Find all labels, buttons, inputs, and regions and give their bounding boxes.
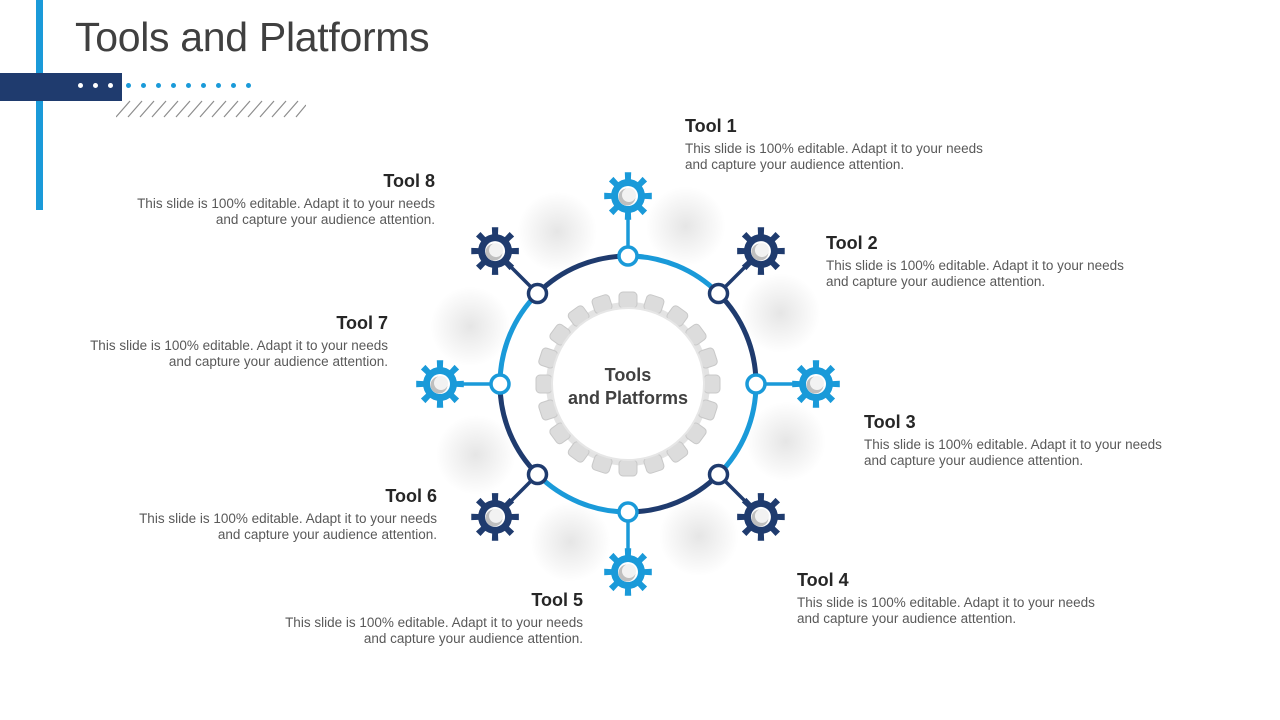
- tool-3-node: [745, 373, 767, 395]
- gear-shadow: [658, 496, 739, 577]
- tool-5-gear-icon: [604, 548, 652, 596]
- tool-7-description: This slide is 100% editable. Adapt it to…: [90, 338, 388, 369]
- tool-8-node: [526, 282, 549, 305]
- tool-3-title: Tool 3: [864, 412, 916, 432]
- gear-shadow: [435, 414, 516, 495]
- center-label-line2: and Platforms: [567, 388, 689, 408]
- tool-6-gear-icon: [471, 493, 519, 541]
- tool-6-description: This slide is 100% editable. Adapt it to…: [139, 511, 437, 542]
- tool-7-gear-icon: [416, 360, 464, 408]
- center-label-line1: Tools: [604, 365, 652, 385]
- tool-3-description: This slide is 100% editable. Adapt it to…: [864, 437, 1162, 468]
- tool-4-description: This slide is 100% editable. Adapt it to…: [797, 595, 1095, 626]
- ring-arc-segment: [497, 291, 540, 385]
- gear-shadow: [740, 273, 821, 354]
- tool-8-title: Tool 8: [383, 171, 435, 191]
- tool-2-block: Tool 2 This slide is 100% editable. Adap…: [826, 232, 1126, 290]
- tool-5-node: [617, 501, 639, 523]
- tool-3-block: Tool 3 This slide is 100% editable. Adap…: [864, 411, 1164, 469]
- tool-7-title: Tool 7: [336, 313, 388, 333]
- hatch-accent: [116, 100, 306, 118]
- tool-4-title: Tool 4: [797, 570, 849, 590]
- tool-4-node: [707, 463, 730, 486]
- tool-2-node: [707, 282, 730, 305]
- center-gear-tooth: [618, 291, 638, 309]
- tool-7-block: Tool 7 This slide is 100% editable. Adap…: [88, 312, 388, 370]
- tool-4-gear-icon: [737, 493, 785, 541]
- gear-shadow: [745, 401, 826, 482]
- tool-1-gear-icon: [604, 172, 652, 220]
- tool-7-node: [489, 373, 511, 395]
- tool-8-description: This slide is 100% editable. Adapt it to…: [137, 196, 435, 227]
- center-label: Tools and Platforms: [548, 364, 708, 410]
- tool-5-title: Tool 5: [531, 590, 583, 610]
- accent-vertical-line: [36, 0, 43, 210]
- tool-8-gear-icon: [471, 227, 519, 275]
- page-title: Tools and Platforms: [75, 14, 430, 60]
- tool-3-gear-icon: [792, 360, 840, 408]
- center-gear-tooth: [618, 459, 638, 477]
- tool-2-title: Tool 2: [826, 233, 878, 253]
- tool-6-block: Tool 6 This slide is 100% editable. Adap…: [137, 485, 437, 543]
- tool-6-node: [526, 463, 549, 486]
- navy-accent-bar: [0, 73, 122, 101]
- tool-2-description: This slide is 100% editable. Adapt it to…: [826, 258, 1124, 289]
- tool-4-block: Tool 4 This slide is 100% editable. Adap…: [797, 569, 1097, 627]
- tool-5-block: Tool 5 This slide is 100% editable. Adap…: [283, 589, 583, 647]
- gear-shadow: [530, 501, 611, 582]
- tool-1-description: This slide is 100% editable. Adapt it to…: [685, 141, 983, 172]
- tool-5-description: This slide is 100% editable. Adapt it to…: [285, 615, 583, 646]
- tool-6-title: Tool 6: [385, 486, 437, 506]
- ring-arc-segment: [627, 253, 721, 296]
- tool-1-title: Tool 1: [685, 116, 737, 136]
- center-gray-gear: [535, 291, 721, 477]
- tool-1-node: [617, 245, 639, 267]
- tool-8-block: Tool 8 This slide is 100% editable. Adap…: [135, 170, 435, 228]
- gear-shadow: [430, 286, 511, 367]
- tool-2-gear-icon: [737, 227, 785, 275]
- gear-shadow: [517, 191, 598, 272]
- ring-arc-segment: [535, 472, 629, 515]
- gear-shadow: [645, 186, 726, 267]
- tool-1-block: Tool 1 This slide is 100% editable. Adap…: [685, 115, 985, 173]
- ring-arc-segment: [716, 383, 759, 477]
